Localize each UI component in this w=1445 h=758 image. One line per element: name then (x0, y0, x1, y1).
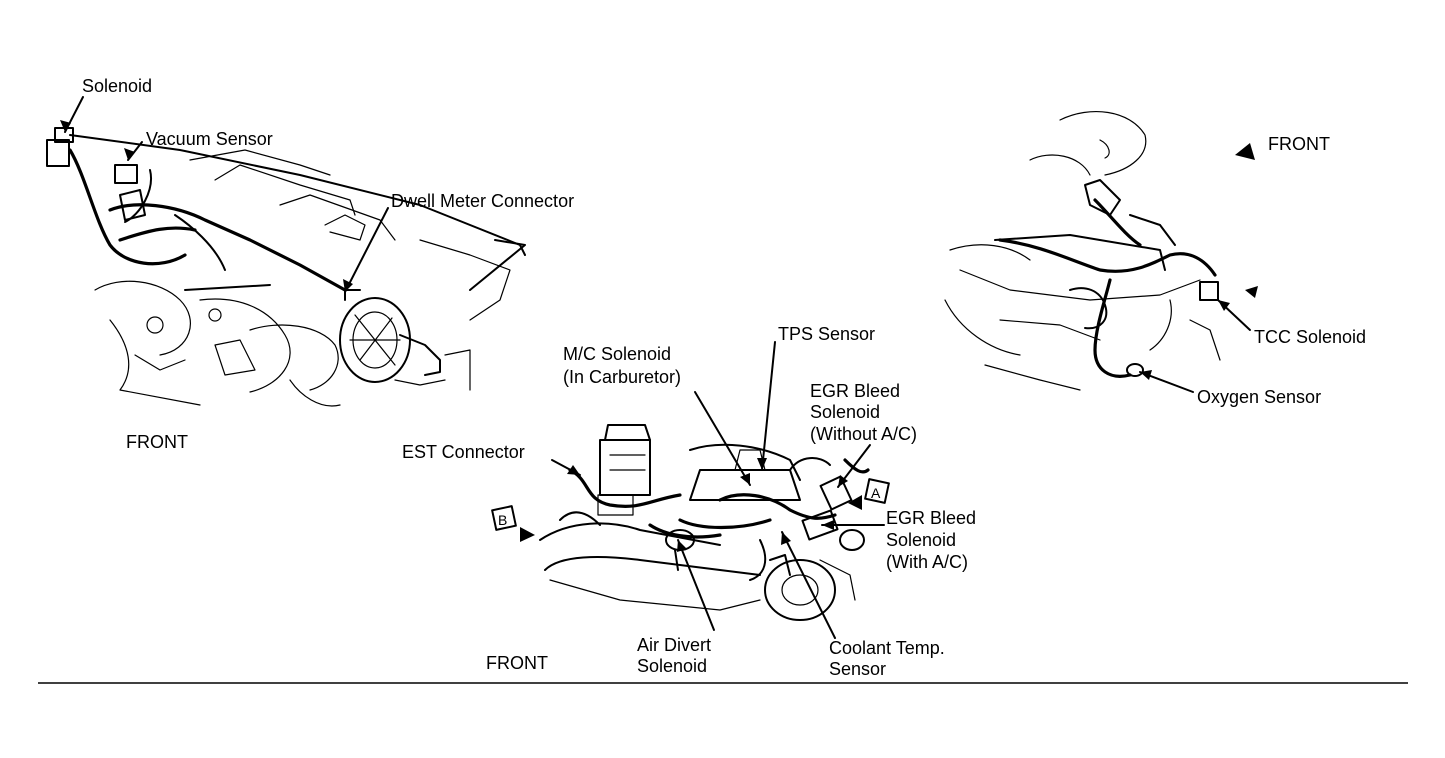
coolant-temp-label-2: Sensor (829, 659, 886, 679)
front-label-right: FRONT (1268, 134, 1330, 154)
air-divert-label-2: Solenoid (637, 656, 707, 676)
center-leader-lines (551, 341, 885, 639)
vacuum-sensor-label: Vacuum Sensor (146, 129, 273, 149)
right-engine-illustration (944, 110, 1258, 391)
coolant-temp-leader-arrow (781, 531, 836, 639)
center-engine-illustration (491, 424, 890, 621)
air-divert-label-1: Air Divert (637, 635, 711, 655)
egr-without-ac-label-3: (Without A/C) (810, 424, 917, 444)
oxygen-sensor-label: Oxygen Sensor (1197, 387, 1321, 407)
left-leader-lines (60, 96, 389, 293)
air-divert-leader-arrow (677, 539, 715, 631)
marker-b-box (491, 505, 517, 531)
mc-solenoid-leader-arrow (694, 391, 751, 486)
front-label-left: FRONT (126, 432, 188, 452)
tps-sensor-label: TPS Sensor (778, 324, 875, 344)
left-engine-illustration (46, 127, 526, 407)
marker-a-box (864, 478, 890, 504)
front-label-center: FRONT (486, 653, 548, 673)
dwell-meter-connector-label: Dwell Meter Connector (391, 191, 574, 211)
dwell-meter-leader-arrow (344, 207, 389, 293)
solenoid-label: Solenoid (82, 76, 152, 96)
front-arrow-right (1235, 143, 1255, 160)
marker-b-letter: B (498, 512, 507, 528)
small-arrow-right (1245, 286, 1258, 298)
egr-with-ac-label-2: Solenoid (886, 530, 956, 550)
egr-without-ac-label-2: Solenoid (810, 402, 880, 422)
marker-b-arrow (520, 527, 535, 542)
coolant-temp-label-1: Coolant Temp. (829, 638, 945, 658)
egr-without-ac-label-1: EGR Bleed (810, 381, 900, 401)
egr-with-ac-label-3: (With A/C) (886, 552, 968, 572)
tcc-solenoid-label: TCC Solenoid (1254, 327, 1366, 347)
tps-sensor-leader-arrow (761, 341, 776, 471)
est-connector-label: EST Connector (402, 442, 525, 462)
right-leader-lines (1139, 299, 1251, 393)
mc-solenoid-sublabel: (In Carburetor) (563, 367, 681, 387)
mc-solenoid-label: M/C Solenoid (563, 344, 671, 364)
marker-a-letter: A (871, 485, 881, 501)
egr-with-ac-label-1: EGR Bleed (886, 508, 976, 528)
marker-a-arrow (848, 495, 862, 510)
